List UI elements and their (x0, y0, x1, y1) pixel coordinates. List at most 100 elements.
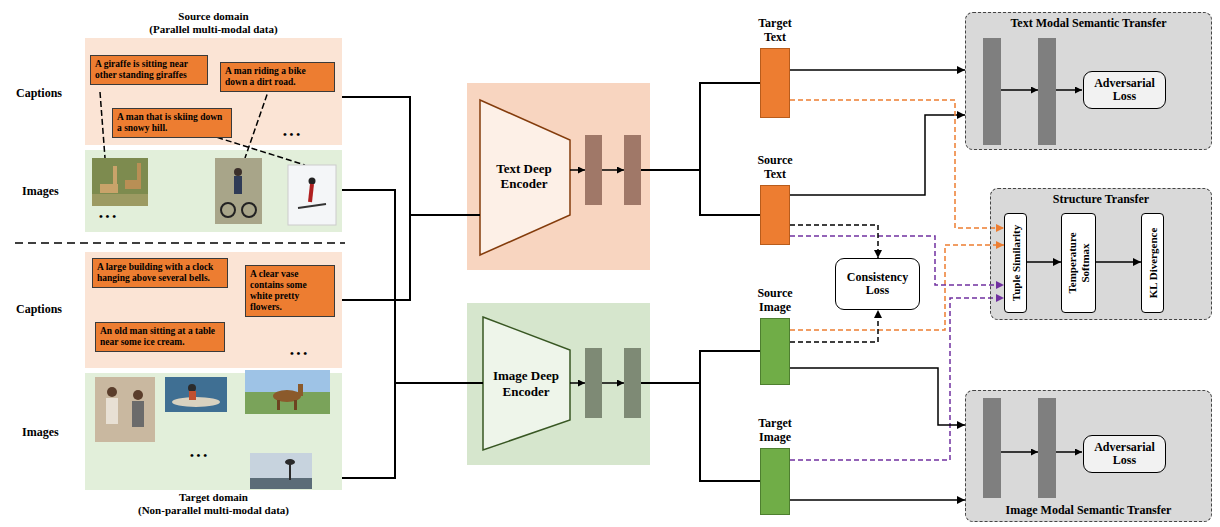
pair-leader (245, 86, 270, 158)
photo-boat (165, 377, 227, 412)
step-name: KL Divergence (1146, 218, 1159, 308)
encoder-name: Text Deep Encoder (480, 161, 568, 192)
caption-text: A man that is skiing down a snowy hill. (117, 112, 227, 134)
caption-text: A giraffe is sitting near other standing… (95, 59, 203, 81)
caption-box: An old man sitting at a table near some … (95, 322, 225, 352)
pair-leader-lines (100, 86, 305, 165)
feature-label: Source Text (747, 154, 803, 182)
photo-giraffe (92, 158, 148, 206)
step-name: Tuple Similarity (1009, 218, 1022, 308)
domain-bands (15, 38, 345, 490)
discriminator-layer (1038, 398, 1056, 498)
domain-heading: Target domain (85, 491, 342, 504)
feature-label: Target Text (747, 17, 803, 45)
module-fills (965, 12, 1212, 522)
photo-detail (309, 178, 316, 185)
row-label: Images (22, 184, 59, 199)
feature-layer (624, 348, 641, 418)
connector (790, 115, 965, 195)
caption-band-fill (85, 38, 342, 145)
photo (92, 158, 148, 206)
connector (1027, 261, 1061, 262)
loss-name: Adversarial Loss (1089, 77, 1160, 103)
caption-box: A clear vase contains some white pretty … (245, 265, 335, 317)
module-title: Text Modal Semantic Transfer (966, 16, 1211, 31)
connector (342, 190, 467, 383)
photo-skier (288, 165, 336, 225)
ellipsis: • • • (290, 347, 307, 359)
caption-box: A man that is skiing down a snowy hill. (112, 108, 232, 138)
photo-detail (189, 391, 196, 400)
row-label: Captions (16, 302, 62, 317)
photo-people (95, 377, 155, 442)
connector (790, 298, 1004, 460)
connector (342, 383, 467, 478)
photo-detail (221, 203, 235, 217)
photo-detail (285, 459, 295, 465)
caption-box: A giraffe is sitting near other standing… (90, 55, 208, 85)
feature-vector: Target Text (760, 48, 790, 118)
transfer-module: Image Modal Semantic TransferAdversarial… (965, 390, 1212, 522)
step-name: Temperature Softmax (1066, 218, 1091, 308)
module-fill (965, 12, 1212, 150)
loss-name: Adversarial Loss (1089, 441, 1160, 467)
encoder-panel: Text Deep Encoder (467, 83, 650, 270)
module-fill (965, 390, 1212, 522)
connector (650, 170, 760, 215)
ellipsis: • • • (190, 449, 207, 461)
encoder-panel-fill (467, 83, 650, 270)
row-label: Images (22, 425, 59, 440)
photo-detail (242, 203, 256, 217)
text-encoder-figure (467, 83, 650, 270)
loss-name: Consistency Loss (841, 271, 914, 297)
feature-vector: Source Text (760, 185, 790, 245)
photo-detail (298, 204, 326, 208)
step-box: Temperature Softmax (1061, 213, 1096, 313)
encoder-name: Image Deep Encoder (483, 368, 569, 399)
transfer-module: Text Modal Semantic TransferAdversarial … (965, 12, 1212, 150)
encoder-panel-fill (467, 303, 650, 465)
link-line (602, 382, 624, 384)
domain-subheading: (Non-parallel multi-modal data) (85, 504, 342, 517)
domain-separator (15, 242, 345, 244)
caption-band-fill (85, 252, 342, 368)
step-box: KL Divergence (1141, 213, 1164, 313)
link-line (570, 169, 585, 171)
loss-box: Consistency Loss (835, 258, 920, 310)
photo-detail (294, 400, 297, 410)
link-line (1001, 89, 1038, 91)
encoder-trapezoid (480, 100, 570, 255)
image-band: • • •Target domain(Non-parallel multi-mo… (85, 373, 342, 490)
image-band: • • • (85, 150, 342, 232)
pair-leader (100, 92, 105, 158)
connector (790, 100, 1004, 228)
photo-detail (234, 176, 242, 194)
connector (342, 215, 467, 300)
photo-detail (133, 390, 143, 400)
link-line (467, 382, 483, 384)
photo-detail (310, 184, 312, 202)
link-line (641, 382, 650, 384)
link-line (1056, 89, 1082, 91)
photo-detail (107, 387, 117, 397)
photo-bird (250, 453, 312, 489)
photo-detail (113, 166, 117, 186)
connector (342, 97, 467, 215)
discriminator-layer (983, 398, 1001, 498)
row-label: Captions (16, 86, 62, 101)
feature-layer (624, 135, 641, 205)
link-line (602, 169, 624, 171)
link-line (1056, 451, 1082, 453)
photo (250, 453, 312, 489)
link-line (570, 382, 585, 384)
photo-detail (132, 401, 144, 427)
encoder-trapezoid (483, 317, 570, 450)
photo (95, 377, 155, 442)
photo-detail (106, 398, 118, 424)
caption-text: A large building with a clock hanging ab… (97, 262, 223, 284)
photo (165, 377, 227, 412)
caption-box: A man riding a bike down a dirt road. (220, 62, 335, 92)
photo-detail (277, 400, 280, 410)
